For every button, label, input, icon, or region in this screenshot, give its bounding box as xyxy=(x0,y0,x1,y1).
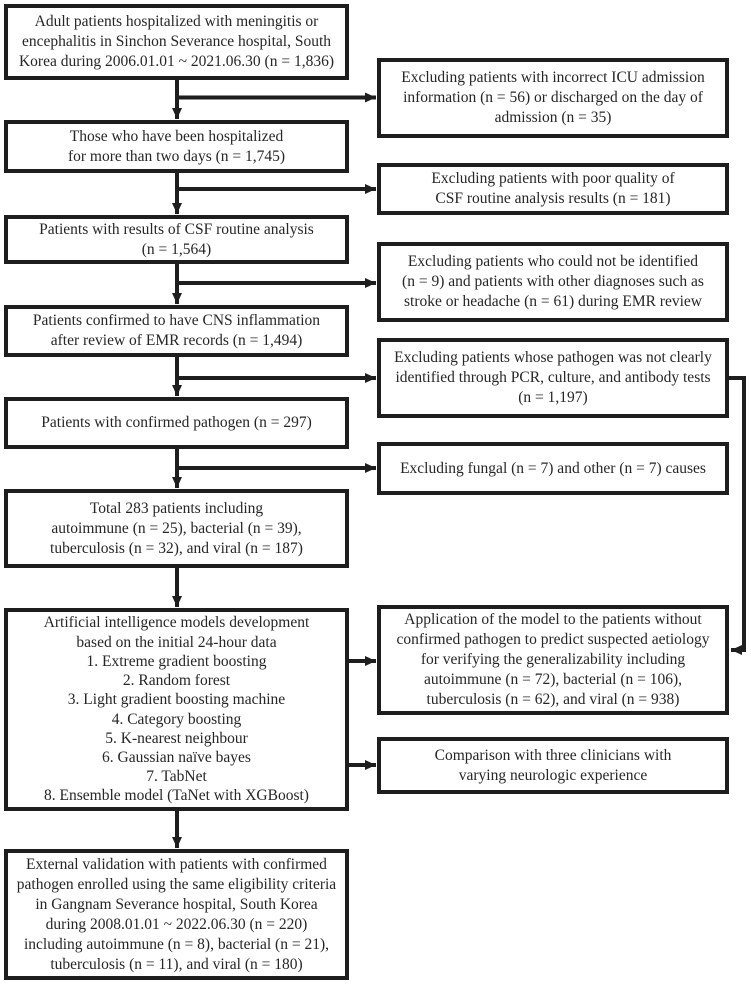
flow-box-hospitalized-two-days-text: Those who have been hospitalized for mor… xyxy=(67,127,286,165)
flow-box-excluding-csf-quality: Excluding patients with poor quality of … xyxy=(377,163,729,215)
flow-box-excluding-csf-quality-text: Excluding patients with poor quality of … xyxy=(431,170,675,207)
flow-box-excluding-fungal-other: Excluding fungal (n = 7) and other (n = … xyxy=(377,442,729,495)
flow-box-csf-analysis: Patients with results of CSF routine ana… xyxy=(4,215,349,264)
flow-box-excluding-pathogen-unclear-text: Excluding patients whose pathogen was no… xyxy=(394,349,712,406)
flow-box-cns-inflammation: Patients confirmed to have CNS inflammat… xyxy=(4,305,349,357)
flow-box-clinician-comparison-text: Comparison with three clinicians with va… xyxy=(434,746,672,784)
flow-box-cns-inflammation-text: Patients confirmed to have CNS inflammat… xyxy=(32,312,321,349)
flow-box-initial-cohort: Adult patients hospitalized with meningi… xyxy=(4,4,349,80)
flow-box-csf-analysis-text: Patients with results of CSF routine ana… xyxy=(39,220,314,258)
flow-box-excluding-pathogen-unclear: Excluding patients whose pathogen was no… xyxy=(377,338,729,418)
flow-box-confirmed-pathogen-text: Patients with confirmed pathogen (n = 29… xyxy=(41,414,312,431)
flow-box-excluding-icu: Excluding patients with incorrect ICU ad… xyxy=(377,58,729,138)
flow-box-model-application: Application of the model to the patients… xyxy=(377,605,729,715)
flow-box-excluding-fungal-other-text: Excluding fungal (n = 7) and other (n = … xyxy=(400,459,706,477)
flow-box-initial-cohort-text: Adult patients hospitalized with meningi… xyxy=(18,13,335,70)
flow-box-external-validation: External validation with patients with c… xyxy=(4,849,349,980)
flow-box-excluding-emr-review-text: Excluding patients who could not be iden… xyxy=(402,253,704,310)
flow-box-confirmed-pathogen: Patients with confirmed pathogen (n = 29… xyxy=(4,397,349,449)
flow-box-external-validation-text: External validation with patients with c… xyxy=(16,855,337,973)
flow-box-total-283-text: Total 283 patients including autoimmune … xyxy=(50,499,303,557)
flow-box-ai-models: Artificial intelligence models developme… xyxy=(4,608,349,811)
arrow-pathogen-unclear-to-application xyxy=(729,376,746,655)
flow-box-total-283: Total 283 patients including autoimmune … xyxy=(4,489,349,568)
flow-box-model-application-text: Application of the model to the patients… xyxy=(396,611,710,708)
flow-box-clinician-comparison: Comparison with three clinicians with va… xyxy=(377,737,729,794)
flow-box-excluding-icu-text: Excluding patients with incorrect ICU ad… xyxy=(401,69,705,126)
flow-box-excluding-emr-review: Excluding patients who could not be iden… xyxy=(377,242,729,322)
flow-box-ai-models-text: Artificial intelligence models developme… xyxy=(43,614,310,805)
flow-box-hospitalized-two-days: Those who have been hospitalized for mor… xyxy=(4,120,349,173)
